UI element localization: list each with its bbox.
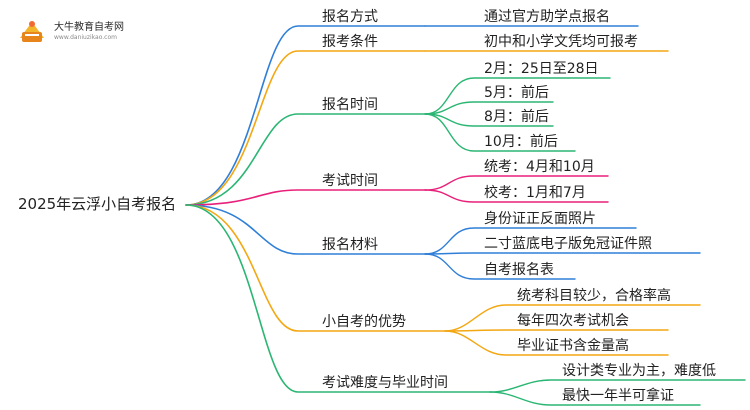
- branch-connector: [185, 25, 426, 206]
- leaf-connector: [424, 227, 637, 255]
- leaf-text: 每年四次考试机会: [517, 313, 629, 329]
- leaf-connector: [424, 113, 576, 152]
- branch-connector: [185, 204, 491, 393]
- leaf-connector: [444, 329, 669, 332]
- leaf-text: 2月：25日至28日: [484, 61, 599, 77]
- leaf-connector: [489, 379, 746, 393]
- branch-requirements: 报考条件: [322, 34, 378, 50]
- logo-subtitle: www.daniuzikao.com: [54, 34, 117, 41]
- leaf-connector: [424, 189, 609, 203]
- branch-signup-method: 报名方式: [322, 9, 378, 25]
- branch-connector: [185, 204, 426, 255]
- leaf-text: 统考：4月和10月: [484, 159, 595, 175]
- leaf-connector: [444, 330, 669, 356]
- leaf-connector: [424, 77, 611, 115]
- leaf-text: 毕业证书含金量高: [517, 338, 629, 354]
- leaf-text: 二寸蓝底电子版免冠证件照: [484, 236, 652, 252]
- leaf-text: 10月：前后: [484, 134, 558, 150]
- leaf-text: 校考：1月和7月: [484, 185, 586, 201]
- logo-title: 大牛教育自考网: [54, 22, 124, 33]
- leaf-text: 统考科目较少，合格率高: [517, 288, 671, 304]
- leaf-text: 身份证正反面照片: [484, 211, 596, 227]
- branch-advantages: 小自考的优势: [322, 314, 406, 330]
- branch-signup-time: 报名时间: [322, 97, 378, 113]
- leaf-text: 最快一年半可拿证: [562, 388, 674, 404]
- leaf-text: 初中和小学文凭均可报考: [484, 34, 638, 50]
- leaf-connector: [424, 101, 554, 115]
- leaf-text: 自考报名表: [484, 262, 554, 278]
- branch-connector: [185, 50, 426, 206]
- leaf-connector: [444, 304, 701, 332]
- book-logo-icon: [20, 21, 44, 42]
- leaf-text: 8月：前后: [484, 109, 549, 125]
- branch-exam-time: 考试时间: [322, 173, 378, 189]
- branch-connector: [185, 189, 426, 206]
- branch-connector: [185, 204, 446, 332]
- leaf-text: 通过官方助学点报名: [484, 9, 610, 25]
- leaf-connector: [424, 175, 609, 191]
- branch-difficulty: 考试难度与毕业时间: [322, 375, 448, 391]
- leaf-connector: [424, 252, 701, 255]
- branch-materials: 报名材料: [322, 237, 378, 253]
- leaf-text: 5月：前后: [484, 85, 549, 101]
- root-topic: 2025年云浮小自考报名: [18, 195, 177, 213]
- leaf-connector: [424, 253, 576, 280]
- leaf-text: 设计类专业为主，难度低: [562, 363, 716, 379]
- leaf-connector: [489, 391, 701, 406]
- branch-connector: [185, 113, 426, 206]
- site-logo: 大牛教育自考网 www.daniuzikao.com: [16, 14, 166, 50]
